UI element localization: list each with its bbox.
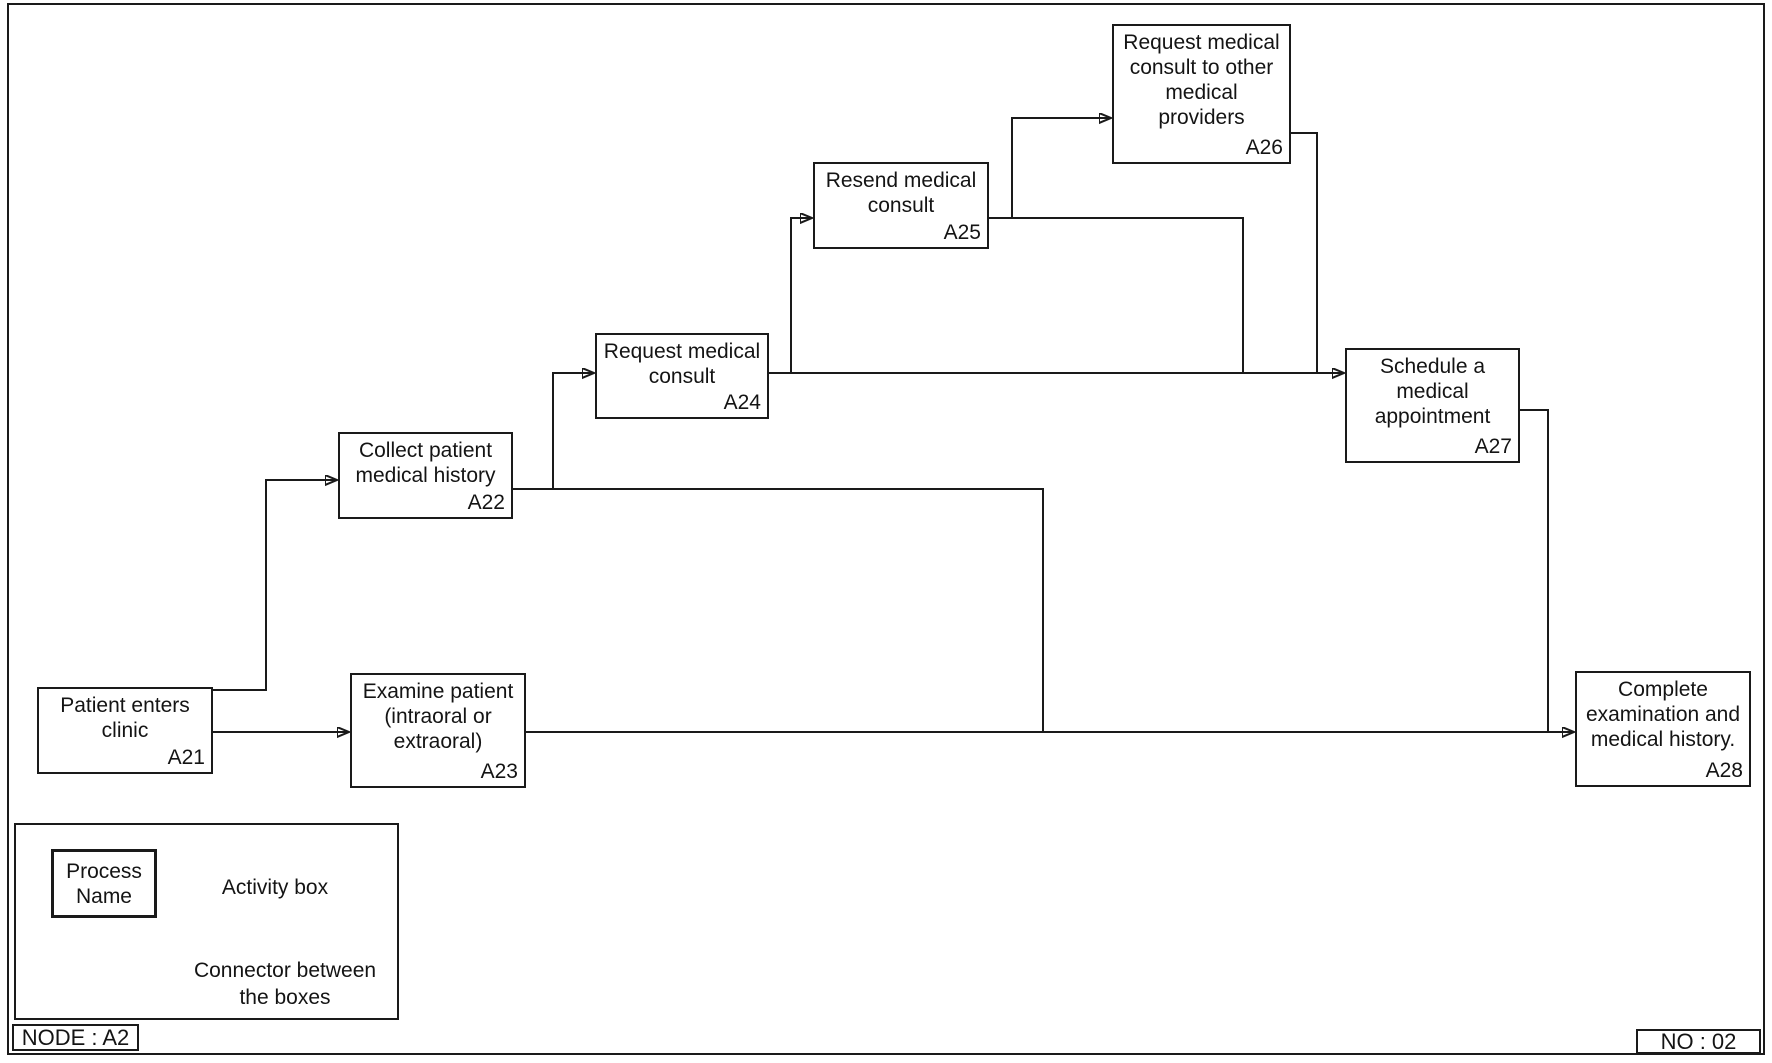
connector-a25-a26 [1011,118,1110,218]
diagram-border [7,3,1765,1055]
activity-box-a24-id: A24 [723,391,761,414]
page-number-text: NO : 02 [1660,1028,1737,1054]
activity-box-a24: Request medical consult A24 [595,333,769,419]
connector-a22-join [512,488,1044,731]
activity-box-a28: Complete examination and medical history… [1575,671,1751,787]
node-label-text: NODE : A2 [21,1024,130,1050]
connector-a24-a25 [790,218,811,373]
page-number-box: NO : 02 [1636,1029,1761,1054]
activity-box-a25-id: A25 [943,221,981,244]
activity-box-a25: Resend medical consult A25 [813,162,989,249]
activity-box-a22-label: Collect patient medical history [355,439,496,487]
connector-a27-a28 [1519,409,1549,731]
activity-box-a24-label: Request medical consult [603,340,761,388]
legend-connector-label: Connector between the boxes [193,959,377,1009]
activity-box-a27: Schedule a medical appointment A27 [1345,348,1520,463]
activity-box-a26-label: Request medical consult to other medical… [1123,31,1280,129]
activity-box-a27-label: Schedule a medical appointment [1374,355,1491,428]
activity-box-a22: Collect patient medical history A22 [338,432,513,519]
activity-box-a27-id: A27 [1474,435,1512,458]
activity-box-a21-label: Patient enters clinic [60,694,190,742]
activity-box-a23-label: Examine patient (intraoral or extraoral) [362,680,514,753]
activity-box-a26-id: A26 [1245,136,1283,159]
node-label-box: NODE : A2 [12,1024,139,1051]
activity-box-a28-id: A28 [1705,759,1743,782]
legend-activity-box-sample: Process Name [51,849,157,918]
activity-box-a23: Examine patient (intraoral or extraoral)… [350,673,526,788]
activity-box-a21-id: A21 [167,746,205,769]
legend-activity-box-label: Activity box [221,876,329,899]
activity-box-a22-id: A22 [467,491,505,514]
activity-box-a25-label: Resend medical consult [825,169,977,217]
connector-a26-a27 [1290,132,1318,372]
activity-box-a21: Patient enters clinic A21 [37,687,213,774]
connector-a21-a22 [212,480,336,691]
connector-a22-a24 [552,373,593,489]
connector-a25-a27 [988,217,1244,372]
activity-box-a23-id: A23 [480,760,518,783]
activity-box-a28-label: Complete examination and medical history… [1585,678,1741,751]
activity-box-a26: Request medical consult to other medical… [1112,24,1291,164]
